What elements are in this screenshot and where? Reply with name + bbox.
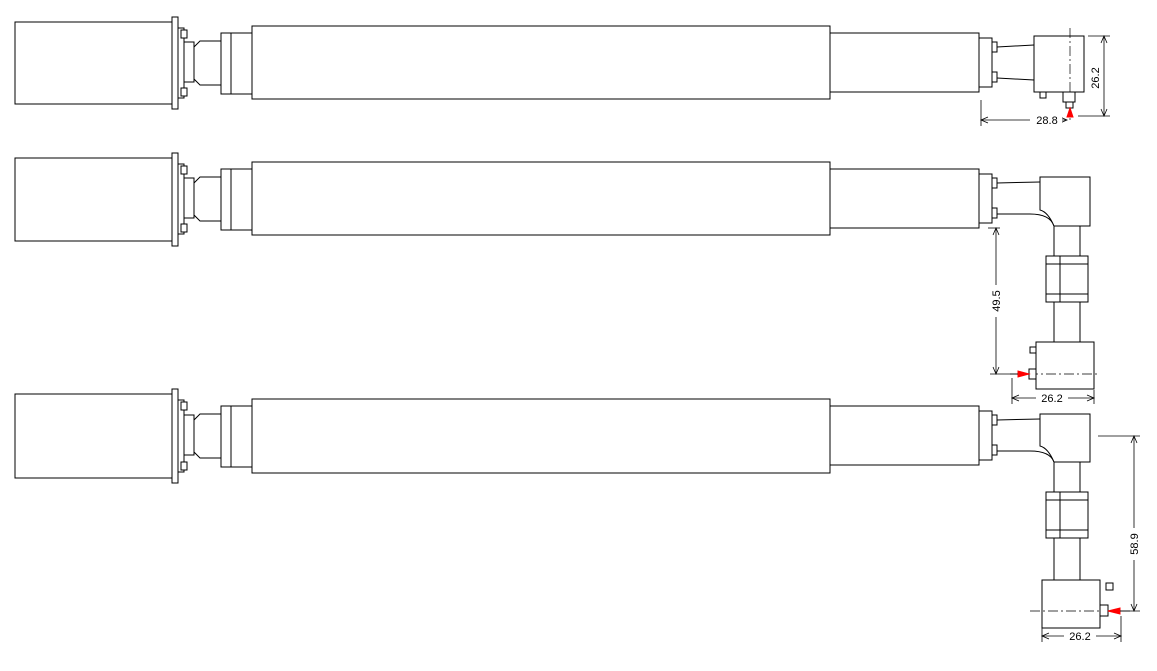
bolt-head [180, 401, 188, 411]
cable-bend [997, 213, 1055, 227]
screw [1039, 91, 1047, 99]
main-tube [251, 25, 831, 100]
shaft-coupling [183, 41, 195, 83]
bolt-head [180, 165, 188, 175]
marker-arrow [1107, 607, 1121, 615]
inline-connector [1045, 499, 1089, 531]
label-mask [1036, 391, 1068, 405]
dimension-arrow [1086, 394, 1096, 402]
dimension-arrow [1010, 394, 1020, 402]
bearing-block [220, 405, 232, 468]
connector-nut [1045, 255, 1089, 265]
shaft-coupling [183, 177, 195, 219]
bolt-head [991, 41, 998, 53]
label-mask [1030, 113, 1062, 127]
marker-arrow [1066, 106, 1074, 118]
dimension-label: 26.2 [1041, 393, 1062, 405]
dimension-label: 26.2 [1069, 631, 1090, 643]
cable [996, 181, 1041, 184]
dimension-label: 28.8 [1036, 115, 1057, 127]
bolt-head [991, 177, 998, 189]
bolt-head [991, 444, 998, 456]
coupling-taper [193, 413, 222, 459]
motor-flange [171, 152, 179, 247]
bearing-block [230, 32, 253, 95]
screw [1105, 582, 1114, 591]
connector-nut [1045, 529, 1089, 539]
sensor-head [1041, 579, 1101, 629]
bearing-block [220, 168, 232, 231]
dimension-label: 26.2 [1090, 67, 1102, 88]
main-tube [251, 161, 831, 236]
connector-nut [1045, 491, 1089, 501]
coupling-taper [193, 40, 222, 86]
marker-arrow [1017, 370, 1031, 378]
dimension-arrow [1059, 116, 1069, 124]
assembly-view-2: 49.5 26.2 [14, 152, 1100, 405]
connector-nut [1045, 293, 1089, 303]
bolt-head [991, 71, 998, 83]
label-mask [989, 285, 1003, 317]
motor-housing [14, 157, 173, 242]
dimension-arrow [1040, 632, 1050, 640]
bolt-head [991, 207, 998, 219]
cable [996, 418, 1041, 421]
dimension-arrow [1130, 603, 1138, 613]
probe-tip [1062, 91, 1076, 103]
end-cap [978, 37, 993, 88]
sensor-head [1033, 35, 1085, 93]
cable [996, 77, 1035, 81]
motor-flange [171, 388, 179, 484]
bolt-head [180, 29, 188, 39]
cable-bend [997, 450, 1055, 463]
end-cap [978, 173, 993, 224]
bolt-head [991, 414, 998, 426]
label-mask [1127, 528, 1141, 560]
dimension-label: 49.5 [991, 290, 1003, 311]
end-section [829, 168, 980, 229]
main-tube [251, 398, 831, 474]
end-section [829, 32, 980, 93]
dimension-arrow [979, 116, 989, 124]
end-section [829, 405, 980, 466]
motor-housing [14, 21, 173, 105]
dimension-arrow [1113, 632, 1123, 640]
assembly-view-3: 58.9 26.2 [14, 388, 1141, 643]
dimension-arrow [992, 366, 1000, 376]
dimension-arrow [1130, 434, 1138, 444]
dimension-label: 58.9 [1129, 533, 1141, 554]
probe-tip [1099, 604, 1109, 617]
dimension-arrow [1100, 34, 1108, 44]
cable [996, 44, 1035, 48]
label-mask [1064, 629, 1096, 643]
inline-connector [1045, 263, 1089, 295]
bolt-head [180, 461, 188, 471]
bearing-block [220, 32, 232, 95]
dimension-arrow [992, 226, 1000, 236]
motor-flange [171, 16, 179, 110]
probe-tip [1065, 101, 1074, 109]
bolt-head [180, 87, 188, 97]
end-cap [978, 410, 993, 461]
shaft-coupling [183, 414, 195, 456]
motor-housing [14, 393, 173, 479]
dimension-arrow [1100, 108, 1108, 118]
elbow-head [1039, 176, 1091, 227]
screw [1029, 346, 1037, 354]
bearing-block [230, 405, 253, 468]
bolt-head [180, 223, 188, 233]
assembly-view-1: 26.2 28.8 [14, 16, 1110, 127]
elbow-head [1039, 413, 1091, 463]
sensor-head [1035, 341, 1095, 390]
coupling-taper [193, 176, 222, 222]
bearing-block [230, 168, 253, 231]
flange-ring [177, 399, 185, 473]
